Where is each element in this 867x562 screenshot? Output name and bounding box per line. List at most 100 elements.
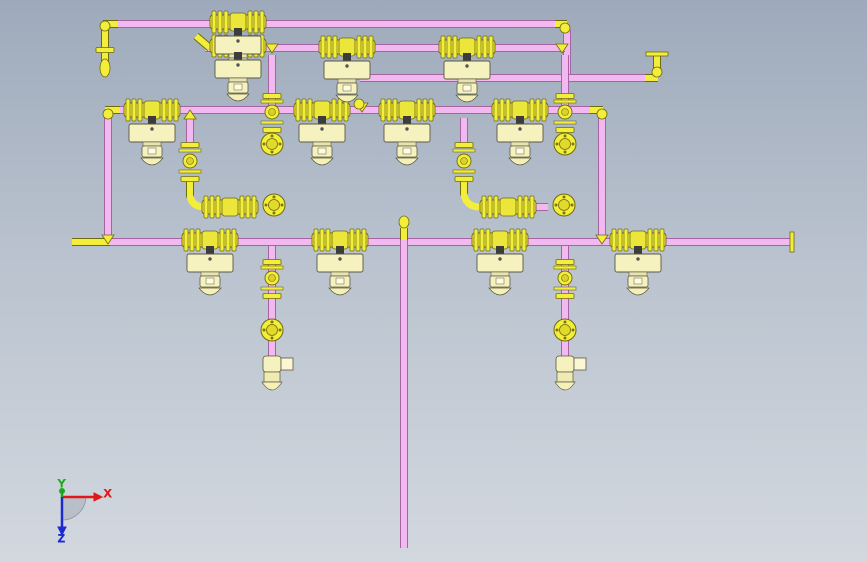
valve-flange	[125, 98, 131, 122]
valve-flange	[337, 98, 343, 122]
valve-flange	[161, 98, 167, 122]
actuator-indicator	[236, 39, 240, 43]
elbow-fitting	[353, 98, 365, 110]
handwheel-bolt	[272, 195, 276, 199]
pipe-end-flange	[789, 231, 795, 253]
handwheel-hub	[559, 138, 571, 150]
actuator-indicator	[636, 257, 640, 261]
valve-flange	[487, 195, 493, 219]
actuator-neck	[397, 141, 417, 147]
x-axis-label: X	[104, 488, 112, 500]
actuator-indicator	[498, 257, 502, 261]
pipe-bend	[460, 193, 481, 211]
valve-flange	[137, 98, 143, 122]
actuator-stem	[234, 28, 242, 36]
valve-flange	[529, 195, 535, 219]
handwheel-hub	[559, 324, 571, 336]
valve-flange	[479, 228, 485, 252]
flange	[555, 293, 575, 299]
vent-cap	[398, 215, 410, 229]
valve-flange	[392, 98, 398, 122]
valve-flange	[219, 228, 225, 252]
valve-flange	[509, 228, 515, 252]
elbow-fitting	[102, 108, 114, 120]
actuator-neck	[490, 271, 510, 277]
pipe-end-cap	[99, 58, 111, 78]
handwheel-bolt	[563, 336, 567, 340]
pipe-segment-fill	[194, 33, 212, 51]
tee-fitting	[183, 109, 197, 120]
handwheel-bolt	[270, 320, 274, 324]
ring-valve-core	[268, 274, 276, 282]
positioner-window	[147, 147, 157, 155]
ring-valve-core	[268, 108, 276, 116]
instrument-dome	[261, 381, 283, 391]
valve-flange	[331, 98, 337, 122]
actuator-neck	[330, 271, 350, 277]
positioner-dome	[395, 157, 419, 166]
valve-flange	[223, 10, 229, 34]
valve-flange	[505, 98, 511, 122]
handwheel-bolt	[272, 211, 276, 215]
ring-flange	[260, 286, 284, 291]
handwheel-hub	[266, 324, 278, 336]
valve-flange	[535, 98, 541, 122]
handwheel-bolt	[264, 203, 268, 207]
valve-flange	[295, 98, 301, 122]
handwheel-bolt	[262, 142, 266, 146]
positioner-dome	[140, 157, 164, 166]
valve-flange	[647, 228, 653, 252]
valve-flange	[203, 195, 209, 219]
valve-flange	[251, 195, 257, 219]
valve-flange	[368, 35, 374, 59]
valve-bonnet	[221, 197, 239, 217]
positioner-window	[515, 147, 525, 155]
positioner-window	[205, 277, 215, 285]
actuator-stem	[463, 53, 471, 61]
valve-flange	[355, 228, 361, 252]
elbow-fitting	[99, 20, 111, 32]
actuator-neck	[228, 77, 248, 83]
actuator-indicator	[208, 257, 212, 261]
flange	[555, 93, 575, 99]
view-orientation-triad[interactable]: X Y Z	[57, 478, 113, 546]
handwheel-hub	[266, 138, 278, 150]
y-axis-label: Y	[58, 478, 66, 490]
z-axis-label: Z	[58, 533, 65, 545]
valve-flange	[659, 228, 665, 252]
flange	[454, 142, 474, 148]
valve-flange	[452, 35, 458, 59]
valve-flange	[225, 228, 231, 252]
valve-flange	[211, 10, 217, 34]
actuator-neck	[200, 271, 220, 277]
flange	[262, 259, 282, 265]
valve-flange	[493, 98, 499, 122]
valve-flange	[623, 228, 629, 252]
tee-fitting	[595, 234, 609, 245]
ring-flange	[178, 169, 202, 174]
actuator-stem	[516, 116, 524, 124]
pneumatic-actuator	[214, 59, 262, 79]
positioner-window	[335, 277, 345, 285]
valve-flange	[307, 98, 313, 122]
tee-fitting	[101, 234, 115, 245]
valve-flange	[386, 98, 392, 122]
ring-flange	[452, 148, 476, 153]
valve-bonnet	[499, 197, 517, 217]
actuator-stem	[496, 246, 504, 254]
actuator-indicator	[150, 127, 154, 131]
valve-flange	[332, 35, 338, 59]
valve-flange	[515, 228, 521, 252]
positioner-dome	[335, 94, 359, 103]
valve-flange	[362, 35, 368, 59]
valve-flange	[380, 98, 386, 122]
positioner-dome	[455, 94, 479, 103]
actuator-neck	[510, 141, 530, 147]
handwheel-bolt	[270, 150, 274, 154]
x-axis-arrowhead	[93, 492, 104, 502]
handwheel-bolt	[571, 142, 575, 146]
valve-flange	[253, 10, 259, 34]
ring-flange	[260, 99, 284, 104]
